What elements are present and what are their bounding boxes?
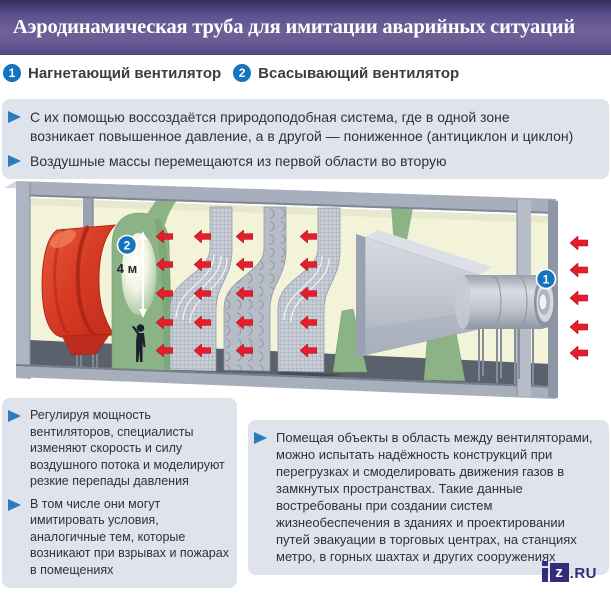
pressure-fan-cylinder [455, 275, 556, 386]
cylinder-legs [478, 326, 534, 386]
details-right-block: Помещая объекты в область между вентилят… [248, 420, 609, 575]
izru-logo: z .RU [541, 561, 597, 582]
wind-tunnel-diagram: 4 м 2 1 [0, 168, 611, 400]
legend-item-outlet-fan: 2 Всасывающий вентилятор [233, 64, 459, 82]
fan-1-badge: 1 [535, 268, 557, 290]
legend: 1 Нагнетающий вентилятор 2 Всасывающий в… [3, 62, 459, 84]
bullet-text: С их помощью воссоздаётся природоподобна… [30, 109, 574, 144]
opening-height-dimension: 4 м [117, 231, 147, 318]
bullet-item: С их помощью воссоздаётся природоподобна… [8, 108, 599, 146]
tunnel-frame [4, 181, 558, 399]
svg-text:1: 1 [543, 273, 550, 287]
perforated-screen [223, 206, 287, 372]
bullet-triangle-icon [8, 155, 21, 167]
svg-text:2: 2 [124, 239, 131, 253]
title-bar: Аэродинамическая труба для имитации авар… [0, 0, 611, 55]
fan-2-badge: 2 [116, 234, 138, 256]
bullet-text: Помещая объекты в область между вентилят… [276, 430, 593, 564]
red-fan-volute [41, 224, 116, 375]
bullet-triangle-icon [8, 410, 21, 422]
bullet-text: В том числе они могут имитировать услови… [30, 496, 229, 577]
bullet-text: Регулируя мощность вентиляторов, специал… [30, 408, 225, 488]
logo-i-stem [541, 568, 548, 582]
legend-number-2-badge: 2 [233, 64, 252, 82]
diffuser-funnel [356, 230, 492, 357]
mesh-screen-2 [277, 207, 341, 373]
intro-block: С их помощью воссоздаётся природоподобна… [2, 99, 609, 179]
bullet-item: В том числе они могут имитировать услови… [8, 496, 229, 579]
bullet-triangle-icon [8, 498, 21, 511]
human-figure [132, 324, 146, 362]
logo-letter-i [541, 561, 548, 582]
logo-z-box: z [549, 563, 569, 582]
opening-height-label: 4 м [117, 261, 137, 276]
bullet-item: Помещая объекты в область между вентилят… [254, 429, 599, 565]
bullet-text: Воздушные массы перемещаются из первой о… [30, 153, 447, 169]
logo-i-dot [541, 561, 548, 566]
legend-number-1-badge: 1 [3, 64, 21, 82]
bullet-triangle-icon [254, 432, 267, 444]
bullet-item: Воздушные массы перемещаются из первой о… [8, 152, 599, 171]
wind-tunnel-illustration: 4 м 2 1 [4, 181, 588, 399]
legend-label: Всасывающий вентилятор [258, 64, 460, 82]
bullet-triangle-icon [8, 111, 21, 123]
logo-ru-text: .RU [569, 565, 597, 582]
legend-item-inlet-fan: 1 Нагнетающий вентилятор [3, 64, 221, 82]
page-title: Аэродинамическая труба для имитации авар… [13, 16, 575, 38]
legend-label: Нагнетающий вентилятор [28, 64, 222, 82]
bullet-item: Регулируя мощность вентиляторов, специал… [8, 407, 229, 490]
details-left-block: Регулируя мощность вентиляторов, специал… [2, 398, 237, 588]
